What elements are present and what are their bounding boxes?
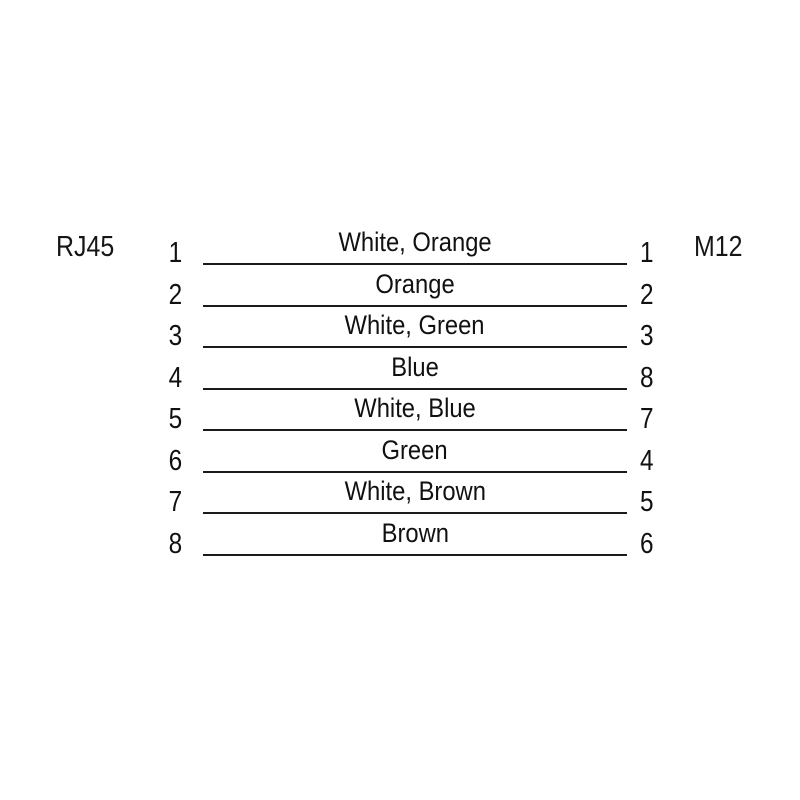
right-pin-number: 7	[640, 403, 654, 435]
left-pin-number: 3	[168, 320, 182, 352]
wire-label: White, Brown	[344, 476, 486, 506]
wire-label: Green	[381, 434, 449, 465]
right-pin-number: 2	[640, 278, 654, 311]
connection-line	[203, 429, 627, 431]
connection-line	[203, 304, 627, 307]
right-pin-number: 6	[640, 527, 654, 560]
right-pin-number: 4	[640, 444, 654, 477]
wire-label: White, Green	[345, 310, 485, 340]
left-pin-number: 8	[168, 527, 182, 560]
connection-line	[203, 346, 627, 348]
connection-line	[203, 387, 627, 390]
left-pin-number: 4	[168, 361, 182, 394]
right-pin-number: 8	[640, 361, 654, 394]
right-connector-title: M12	[694, 231, 743, 263]
right-pin-number: 3	[640, 320, 654, 352]
connection-line	[203, 512, 627, 514]
left-pin-number: 6	[168, 444, 182, 477]
wire-label: Blue	[391, 351, 439, 382]
wire-label: Orange	[375, 268, 455, 299]
left-pin-number: 2	[168, 278, 182, 311]
left-pin-number: 7	[168, 486, 182, 518]
wire-label: Brown	[381, 517, 449, 548]
right-pin-number: 1	[640, 237, 654, 269]
connection-line	[203, 470, 627, 473]
left-pin-number: 5	[168, 403, 182, 435]
wire-label: White, Orange	[338, 227, 492, 257]
right-pin-number: 5	[640, 486, 654, 518]
left-pin-number: 1	[168, 237, 182, 269]
wire-label: White, Blue	[354, 393, 476, 423]
connection-line	[203, 263, 627, 265]
left-connector-title: RJ45	[56, 231, 115, 263]
connection-line	[203, 553, 627, 556]
